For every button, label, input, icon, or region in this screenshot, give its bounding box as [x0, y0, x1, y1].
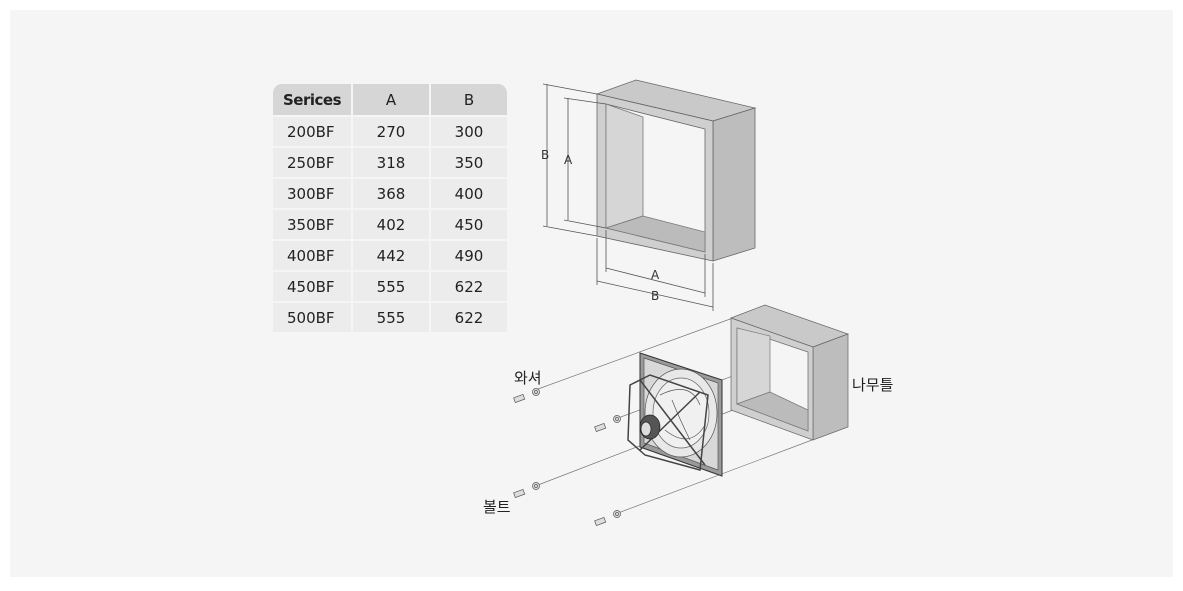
cell-b: 622: [431, 272, 507, 301]
header-a: A: [353, 84, 429, 115]
dimension-b-horizontal: B: [651, 289, 660, 303]
cell-b: 450: [431, 210, 507, 239]
label-washer: 와셔: [514, 369, 542, 387]
cell-b: 350: [431, 148, 507, 177]
cell-a: 270: [353, 117, 429, 146]
cell-a: 318: [353, 148, 429, 177]
dimension-a-horizontal: A: [651, 268, 660, 282]
cell-a: 402: [353, 210, 429, 239]
label-wood-frame: 나무틀: [852, 376, 894, 394]
cell-series: 350BF: [273, 210, 351, 239]
cell-b: 300: [431, 117, 507, 146]
cell-b: 622: [431, 303, 507, 332]
cell-a: 442: [353, 241, 429, 270]
cell-b: 490: [431, 241, 507, 270]
frame-dimension-drawing: [542, 79, 757, 311]
cell-a: 368: [353, 179, 429, 208]
cell-series: 200BF: [273, 117, 351, 146]
cell-b: 400: [431, 179, 507, 208]
cell-a: 555: [353, 303, 429, 332]
cell-series: 250BF: [273, 148, 351, 177]
dimension-b-vertical: B: [541, 148, 550, 162]
exploded-assembly-drawing: [513, 304, 850, 526]
label-bolt: 볼트: [483, 498, 511, 516]
cell-series: 400BF: [273, 241, 351, 270]
cell-a: 555: [353, 272, 429, 301]
background-panel: [10, 10, 1173, 577]
header-b: B: [431, 84, 507, 115]
cell-series: 300BF: [273, 179, 351, 208]
dimension-a-vertical: A: [564, 153, 573, 167]
cell-series: 500BF: [273, 303, 351, 332]
header-series: Serices: [273, 84, 351, 115]
cell-series: 450BF: [273, 272, 351, 301]
